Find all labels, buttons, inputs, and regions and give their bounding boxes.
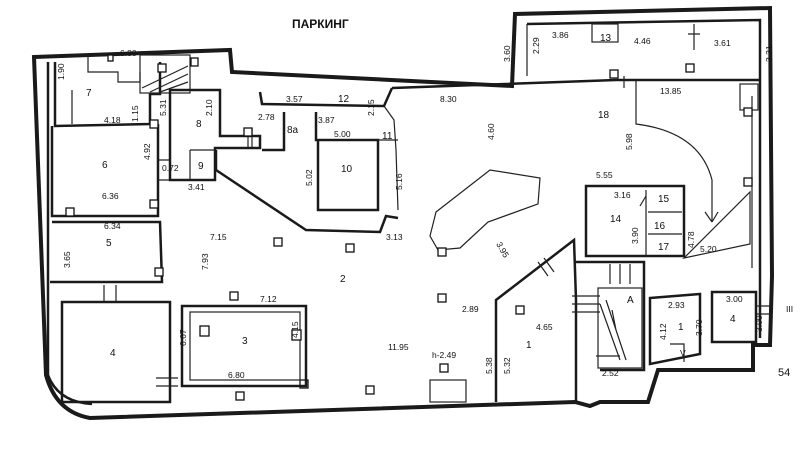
height-note: h-2.49 xyxy=(432,350,456,360)
plan-title: ПАРКИНГ xyxy=(292,17,349,31)
dim-label: 4.12 xyxy=(658,323,668,340)
dim-label: 4.92 xyxy=(142,143,152,160)
room-18 xyxy=(391,24,760,268)
dim-label: 6.36 xyxy=(102,191,119,201)
dim-label: 6.34 xyxy=(104,221,121,231)
mark-iii: III xyxy=(786,304,793,314)
dim-label: 3.41 xyxy=(188,182,205,192)
dim-label: 5.00 xyxy=(334,129,351,139)
rooms-10-12 xyxy=(214,87,399,234)
dim-label: 3.31 xyxy=(764,45,774,62)
dim-label: 4.15 xyxy=(290,321,300,338)
dim-label: 6.80 xyxy=(120,48,137,58)
room-1-center-label: 1 xyxy=(526,340,532,351)
dim-label: 2.89 xyxy=(462,304,479,314)
dim-label: 5.02 xyxy=(304,169,314,186)
dim-label: 3.70 xyxy=(694,319,704,336)
room-18-label: 18 xyxy=(598,110,610,121)
dim-label: 0.72 xyxy=(162,163,179,173)
dim-label: 3.60 xyxy=(502,45,512,62)
room-4-left-label: 4 xyxy=(110,348,116,359)
dim-label: 6.80 xyxy=(228,370,245,380)
room-11-label: 11 xyxy=(382,131,393,142)
dim-label: 5.20 xyxy=(700,244,717,254)
dim-label: 3.16 xyxy=(614,190,631,200)
mark-v: V xyxy=(680,348,686,358)
dim-label: 7.15 xyxy=(210,232,227,242)
stair-a-label: А xyxy=(627,295,634,306)
room-15-label: 15 xyxy=(658,194,670,205)
dim-label: 3.86 xyxy=(552,30,569,40)
room-4-right-label: 4 xyxy=(730,314,736,325)
dim-label: 2.29 xyxy=(531,37,541,54)
dim-label: 3.13 xyxy=(386,232,403,242)
room-6-label: 6 xyxy=(102,160,108,171)
room-2-label: 2 xyxy=(340,274,346,285)
room-13-label: 13 xyxy=(600,33,612,44)
room-7-block xyxy=(53,54,199,128)
central-ramp xyxy=(229,169,541,401)
dim-label: 1.90 xyxy=(56,63,66,80)
dim-label: 7.93 xyxy=(200,253,210,270)
dim-label: 3.00 xyxy=(726,294,743,304)
dim-label: 5.31 xyxy=(158,99,168,116)
dim-label: 5.16 xyxy=(394,173,404,190)
dim-label: 2.15 xyxy=(366,99,376,116)
dim-label: 2.78 xyxy=(258,112,275,122)
room-13 xyxy=(526,23,619,76)
dim-label: 3.90 xyxy=(630,227,640,244)
dim-label: 6.67 xyxy=(178,329,188,346)
room-9-label: 9 xyxy=(198,161,204,172)
dim-label: 3.95 xyxy=(494,240,511,260)
dim-label: 4.78 xyxy=(686,231,696,248)
dim-label: 1.15 xyxy=(130,105,140,122)
exit-ramp xyxy=(429,379,467,403)
room-7-label: 7 xyxy=(86,88,92,99)
dim-label: 5.38 xyxy=(484,357,494,374)
dim-label: 3.57 xyxy=(286,94,303,104)
room-5-label: 5 xyxy=(106,238,112,249)
room-17-label: 17 xyxy=(658,242,670,253)
room-3-label: 3 xyxy=(242,336,248,347)
room-8a-label: 8а xyxy=(287,125,299,136)
dim-label: 11.95 xyxy=(388,342,409,352)
rooms-8-9 xyxy=(157,63,262,182)
dimension-labels: 6.80 1.90 5.31 1.15 4.18 2.10 2.78 3.57 … xyxy=(56,30,774,380)
stair-a xyxy=(572,260,646,372)
dim-label: 3.00 xyxy=(754,315,764,332)
room-1-right-label: 1 xyxy=(678,322,684,333)
dim-label: 4.65 xyxy=(536,322,553,332)
outer-walls xyxy=(31,5,775,421)
storage-rooms xyxy=(648,290,770,366)
dim-label: 2.10 xyxy=(204,99,214,116)
dim-label: 13.85 xyxy=(660,86,682,96)
dim-label: 2.93 xyxy=(668,300,685,310)
room-16-label: 16 xyxy=(654,221,666,232)
room-14-label: 14 xyxy=(610,214,622,225)
dim-label: 4.46 xyxy=(634,36,651,46)
dim-label: 5.32 xyxy=(502,357,512,374)
room-10-label: 10 xyxy=(341,164,353,175)
room-1-center xyxy=(494,237,578,402)
dim-label: 7.12 xyxy=(260,294,277,304)
dim-label: 8.30 xyxy=(440,94,457,104)
room-4-left xyxy=(60,285,178,404)
dim-label: 3.61 xyxy=(714,38,731,48)
dim-label: 3.87 xyxy=(318,115,335,125)
rooms-14-17 xyxy=(584,184,686,258)
dim-label: 2.52 xyxy=(602,368,619,378)
room-labels: 7 6 5 4 8 8а 9 10 11 12 2 3 1 18 13 14 1… xyxy=(86,33,793,360)
dim-label: 4.18 xyxy=(104,115,121,125)
dim-label: 5.55 xyxy=(596,170,613,180)
page-number: 54 xyxy=(778,367,790,379)
dim-label: 4.60 xyxy=(486,123,496,140)
dim-label: 5.98 xyxy=(624,133,634,150)
room-12-label: 12 xyxy=(338,94,350,105)
room-8-label: 8 xyxy=(196,119,202,130)
room-3 xyxy=(180,304,308,388)
dim-label: 3.65 xyxy=(62,251,72,268)
